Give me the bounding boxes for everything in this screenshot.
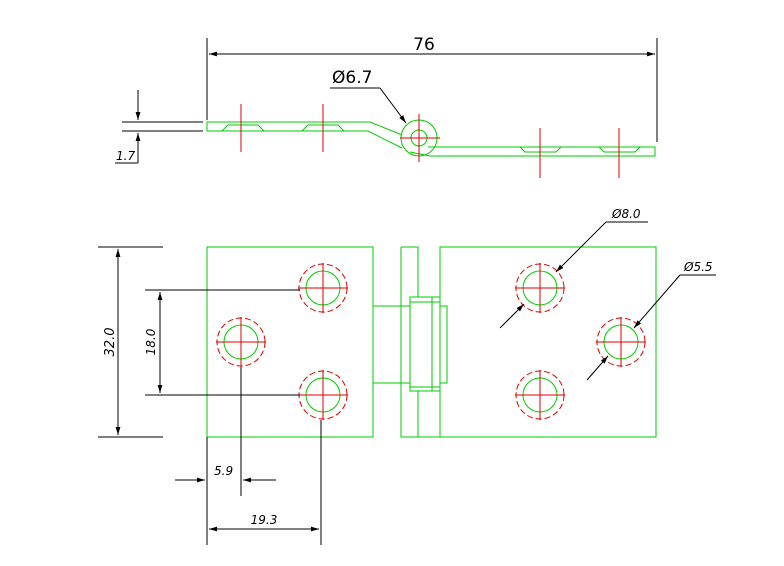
overall-length-dimension [206,38,658,142]
small-hole-diameter-label: Ø5.5 [683,260,713,274]
hole-offset-dimension [209,420,322,545]
hole-pitch-label: 18.0 [144,328,158,355]
overall-length-label: 76 [413,35,435,55]
large-hole-diameter-leader [499,221,648,329]
pin-diameter-leader [330,87,407,124]
top-view-outline [206,246,657,438]
small-hole-diameter-leader [586,274,716,381]
side-view: 76 Ø6.7 1.7 [115,35,658,178]
large-hole-diameter-label: Ø8.0 [611,207,641,221]
thickness-dimension [115,90,203,164]
side-view-centerlines [240,104,620,178]
top-view-centerlines [216,263,646,420]
top-view: 32.0 18.0 5.9 19.3 Ø8.0 [98,207,716,545]
hole-offset-label: 19.3 [251,513,278,527]
overall-width-label: 32.0 [103,328,118,357]
center-offset-label: 5.9 [214,464,233,478]
thickness-label: 1.7 [116,149,135,163]
center-offset-dimension [175,367,276,545]
overall-width-dimension [98,246,163,438]
pin-diameter-label: Ø6.7 [332,68,372,88]
hole-pitch-dimension [145,289,300,396]
